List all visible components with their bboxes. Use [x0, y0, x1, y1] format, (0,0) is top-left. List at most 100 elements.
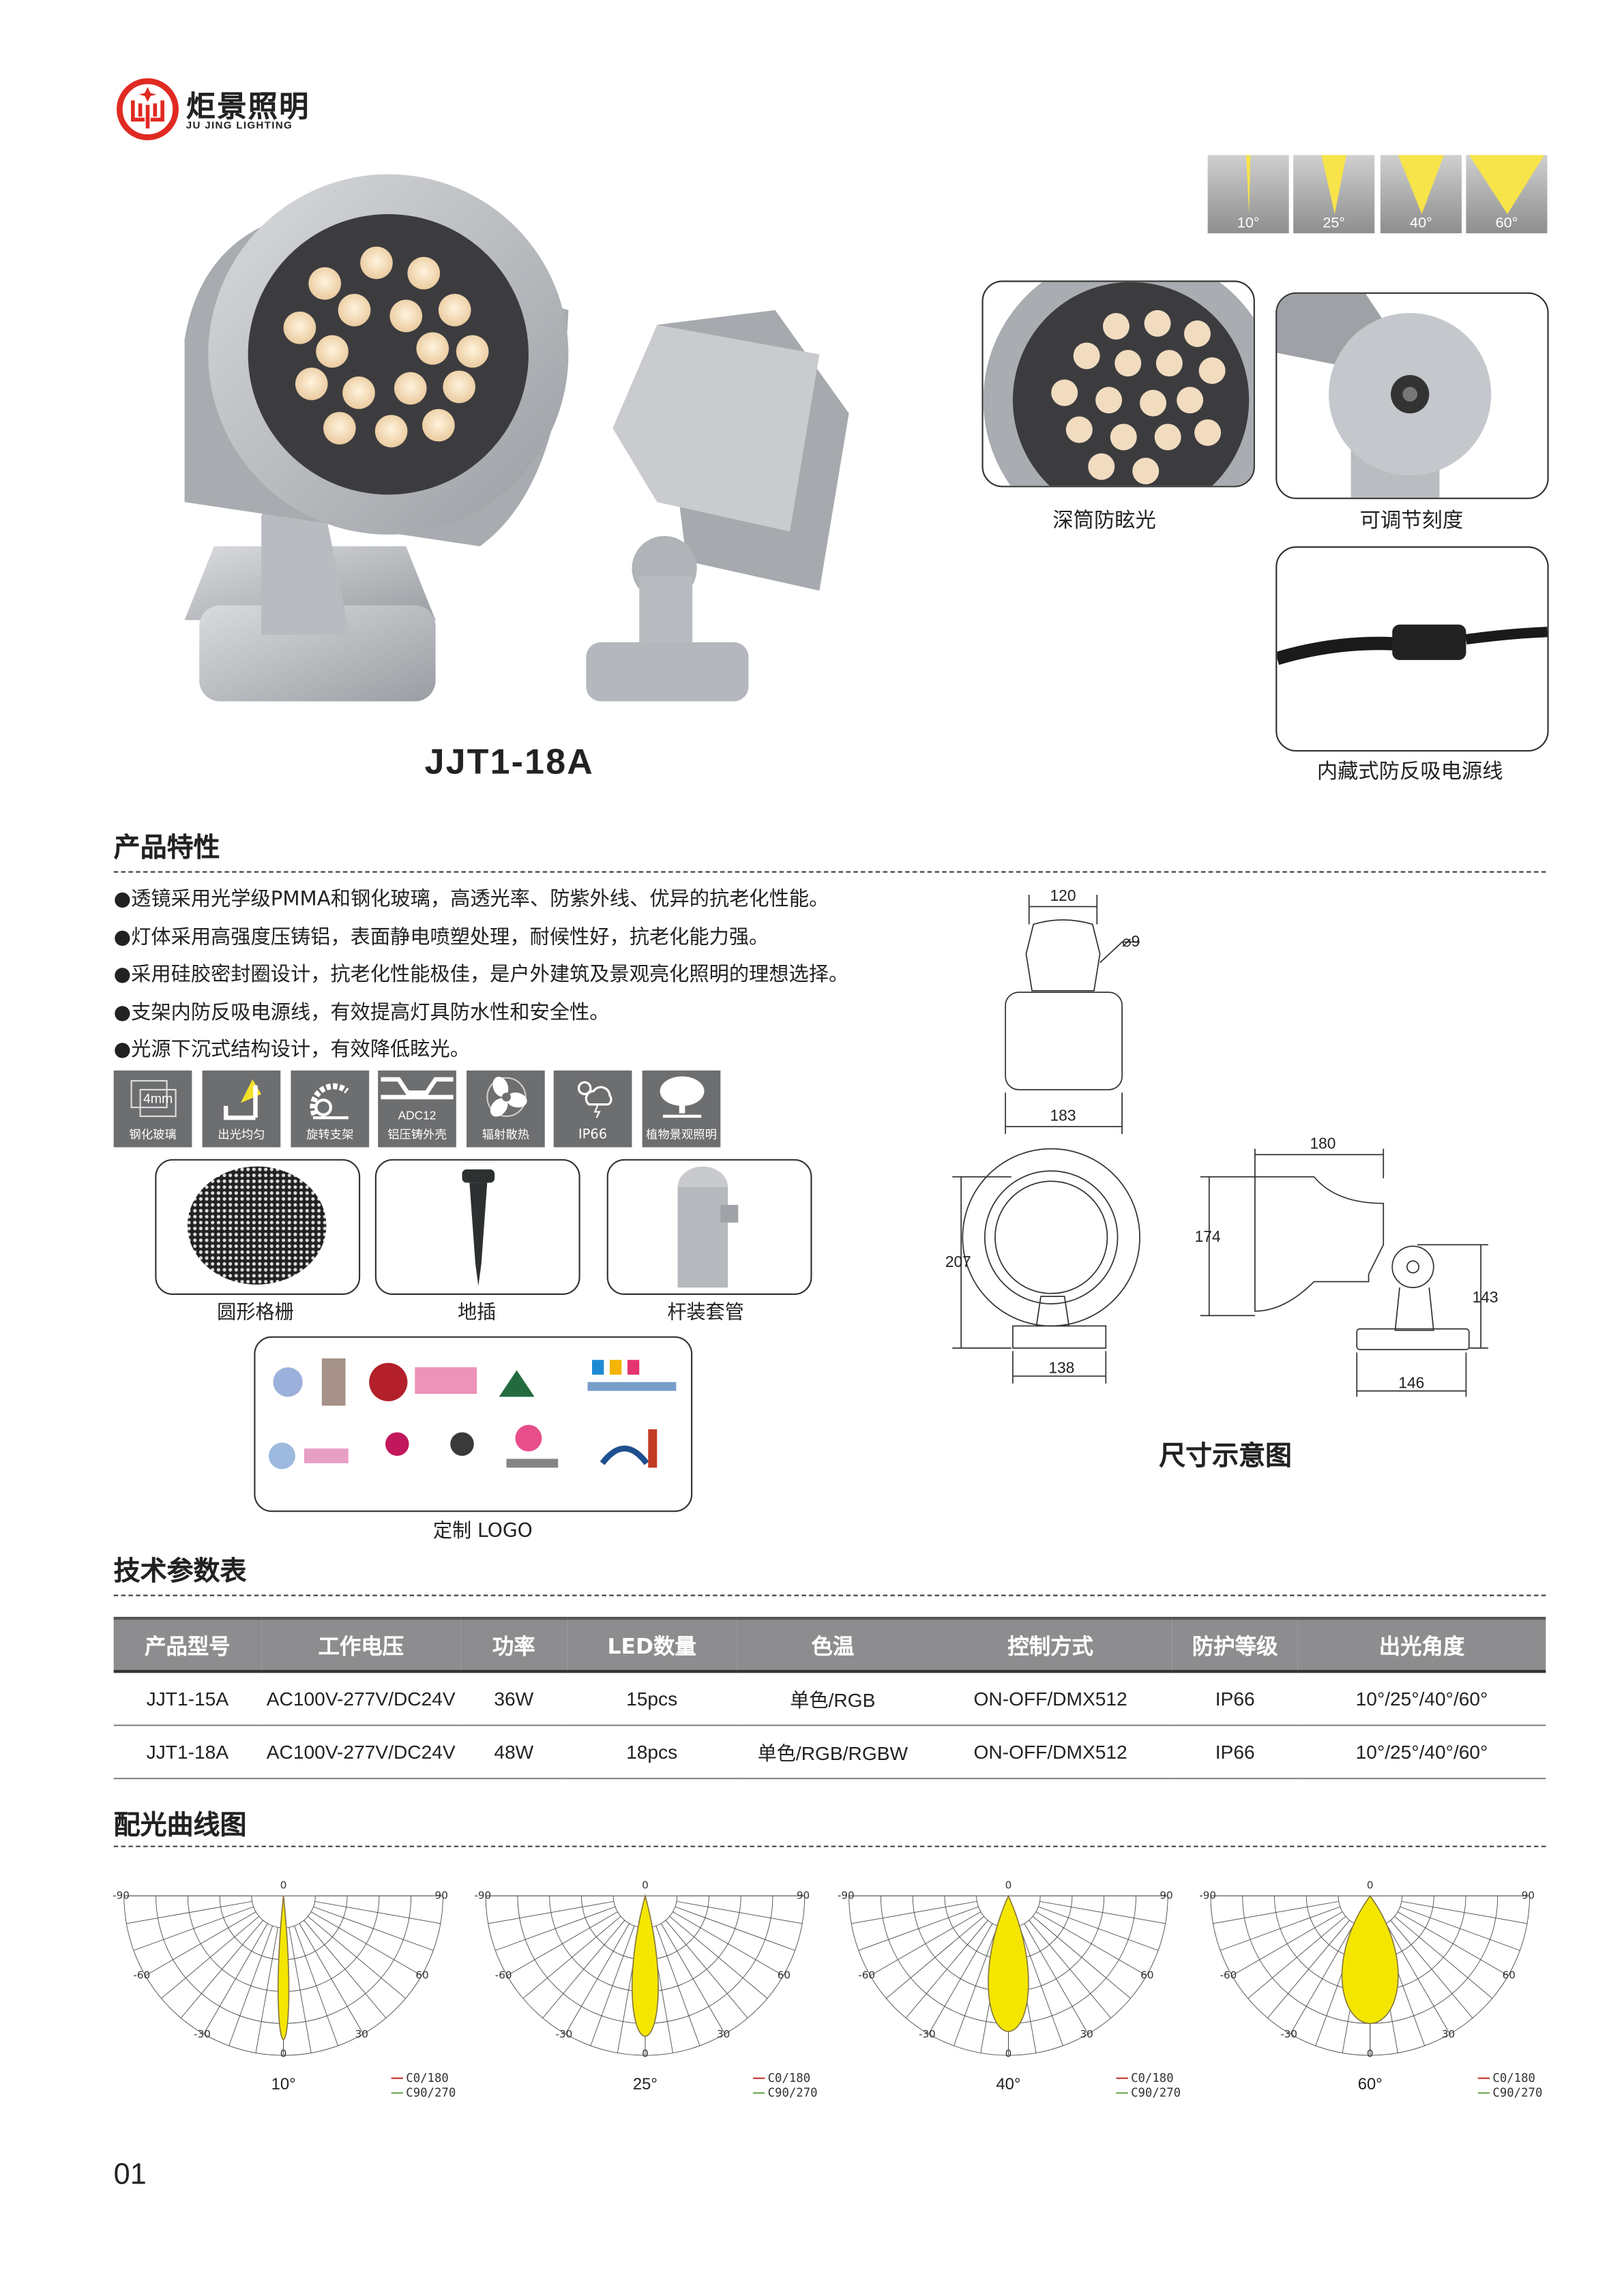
table-cell: JJT1-18A: [113, 1725, 262, 1780]
beam-angle-caption: 25°: [632, 2076, 658, 2094]
accessory-pole-sleeve: [606, 1159, 812, 1295]
grid-spoke: [522, 1915, 621, 1999]
grid-spoke: [289, 1927, 312, 2053]
grid-spoke: [126, 1900, 252, 1924]
legend-label: C0/180: [406, 2071, 449, 2085]
legend-item: C0/180: [391, 2071, 449, 2085]
feature-icon-label: 铝压铸外壳: [387, 1128, 447, 1142]
grid-spoke: [851, 1900, 977, 1924]
angle-tick-label: 90: [1521, 1890, 1535, 1902]
grid-spoke: [181, 1920, 263, 2018]
beam-angle-badge-10: 10°: [1207, 155, 1289, 234]
brand-name-en: JU JING LIGHTING: [186, 121, 293, 132]
grid-spoke: [203, 1923, 268, 2034]
grid-spoke: [1032, 1915, 1131, 1999]
feature-icon-heat-dissipation: 辐射散热: [467, 1070, 545, 1148]
beam-angle-label: 40°: [1410, 215, 1432, 232]
legend-label: C0/180: [767, 2071, 811, 2085]
feature-icon-label: 辐射散热: [482, 1128, 530, 1142]
material-label: ADC12: [398, 1109, 437, 1122]
column-header: LED数量: [567, 1617, 737, 1673]
angle-tick-label: 60: [1502, 1969, 1516, 1982]
legend-swatch: [391, 2092, 403, 2094]
grid-spoke: [673, 1911, 784, 1976]
grid-spoke: [655, 1926, 700, 2046]
dimension-drawing: [952, 895, 1488, 1397]
grid-spoke: [1390, 1920, 1473, 2018]
angle-tick-label: 0: [642, 2048, 649, 2060]
legend-label: C0/180: [1492, 2071, 1535, 2085]
fan-icon: [486, 1076, 527, 1118]
pivot-scale-image: [1277, 293, 1492, 498]
beam-angle-badge-25: 25°: [1293, 155, 1375, 234]
grid-spoke: [1220, 1906, 1340, 1951]
legend-swatch: [752, 2077, 765, 2079]
angle-tick-label: -90: [837, 1890, 855, 1902]
dimension-label: ⌀9: [1121, 933, 1140, 951]
dimension-label: 146: [1398, 1374, 1425, 1392]
legend-label: C90/270: [1492, 2086, 1543, 2100]
beam-cone-icon: [1398, 155, 1444, 214]
beam-angle-caption: 40°: [996, 2076, 1021, 2094]
feature-icon-landscape: 植物景观照明: [642, 1070, 721, 1148]
legend-label: C0/180: [1131, 2071, 1174, 2085]
detail-photo-anti-glare: [981, 280, 1255, 488]
legend-swatch: [391, 2077, 403, 2079]
accessory-caption: 圆形格栅: [217, 1302, 294, 1325]
grid-spoke: [145, 1911, 256, 1976]
light-distribution-curve-c0: [278, 1896, 289, 2040]
grid-spoke: [928, 1923, 993, 2034]
grid-spoke: [228, 1926, 274, 2046]
accessory-caption: 杆装套管: [667, 1302, 744, 1325]
detail-caption: 内藏式防反吸电源线: [1316, 760, 1503, 784]
table-cell: IP66: [1172, 1725, 1298, 1780]
beam-angle-caption: 60°: [1357, 2076, 1383, 2094]
angle-tick-label: -90: [474, 1890, 492, 1902]
grid-spoke: [886, 1915, 984, 1999]
angle-tick-label: 30: [1080, 2029, 1093, 2041]
grid-spoke: [1394, 1915, 1493, 1999]
pole-sleeve-image: [677, 1166, 739, 1288]
table-cell: 10°/25°/40°/60°: [1297, 1671, 1546, 1727]
detail-caption: 深筒防眩光: [1052, 509, 1156, 533]
feature-icon-uniform-light: 出光均匀: [202, 1070, 281, 1148]
angle-tick-label: 0: [1366, 1879, 1374, 1892]
table-cell: 48W: [460, 1725, 567, 1780]
feature-icon-tempered-glass: 4mm 钢化玻璃: [113, 1070, 192, 1148]
beam-angle-caption: 10°: [271, 2076, 296, 2094]
light-beam-icon: [223, 1079, 262, 1120]
grille-image: [187, 1166, 327, 1285]
angle-tick-label: 0: [1005, 2048, 1012, 2060]
light-distribution-curve-c90: [631, 1893, 659, 2037]
grid-spoke: [954, 1926, 998, 2046]
grid-spoke: [507, 1911, 618, 1976]
grid-spoke: [495, 1906, 616, 1951]
glass-thickness-label: 4mm: [143, 1091, 173, 1106]
power-cable-image: [1277, 624, 1548, 666]
dimensions-title: 尺寸示意图: [1159, 1441, 1293, 1472]
grid-spoke: [1247, 1915, 1346, 1999]
ground-spike-image: [462, 1169, 495, 1286]
weather-icon: [577, 1081, 612, 1118]
grid-spoke: [1398, 1911, 1509, 1976]
grid-spoke: [665, 1920, 748, 2018]
legend-item: C90/270: [391, 2087, 456, 2100]
legend-item: C90/270: [1116, 2087, 1181, 2100]
angle-tick-label: 60: [1140, 1969, 1154, 1982]
city-logos-image: [268, 1358, 677, 1470]
column-header: 出光角度: [1297, 1617, 1546, 1673]
grid-spoke: [1035, 1911, 1147, 1976]
beam-cone-icon: [1321, 155, 1347, 214]
feature-icon-label: 旋转支架: [306, 1128, 354, 1142]
grid-spoke: [1213, 1900, 1339, 1924]
table-cell: ON-OFF/DMX512: [928, 1671, 1172, 1727]
feature-bullet: ●光源下沉式结构设计，有效降低眩光。: [113, 1038, 470, 1062]
angle-tick-label: 0: [1366, 2048, 1374, 2060]
grid-spoke: [255, 1927, 278, 2053]
column-header: 防护等级: [1172, 1617, 1298, 1673]
table-cell: 单色/RGB/RGBW: [737, 1725, 929, 1780]
grid-spoke: [1019, 1926, 1063, 2046]
custom-logo-samples: [254, 1336, 693, 1512]
grid-spoke: [1038, 1906, 1159, 1951]
